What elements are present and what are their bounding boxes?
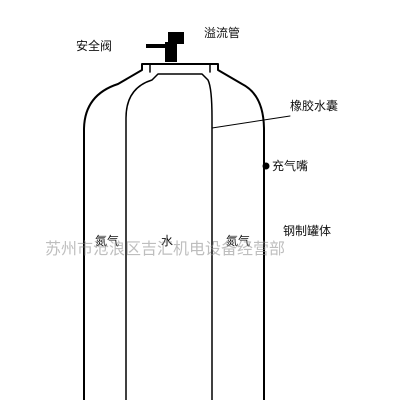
charging-nozzle [262, 162, 270, 170]
water-label: 水 [161, 234, 173, 248]
charging-nozzle-label: 充气嘴 [272, 158, 308, 173]
rubber-bladder [125, 73, 213, 400]
rubber-bladder-label: 橡胶水囊 [290, 98, 338, 113]
steel-tank-label: 钢制罐体 [283, 224, 331, 238]
nitrogen-right-label: 氮气 [226, 233, 250, 248]
safety-valve-outlet [146, 44, 166, 48]
bladder-leader-line [211, 115, 291, 129]
safety-valve-label: 安全阀 [76, 38, 112, 53]
overflow-pipe [168, 32, 184, 44]
tank-neck [149, 63, 211, 73]
overflow-pipe-label: 溢流管 [204, 25, 240, 40]
watermark-text: 苏州市沧浪区吉汇机电设备经营部 [45, 239, 285, 258]
nitrogen-left-label: 氮气 [95, 233, 119, 248]
safety-valve-body [165, 42, 177, 62]
steel-tank-shell [83, 63, 265, 400]
